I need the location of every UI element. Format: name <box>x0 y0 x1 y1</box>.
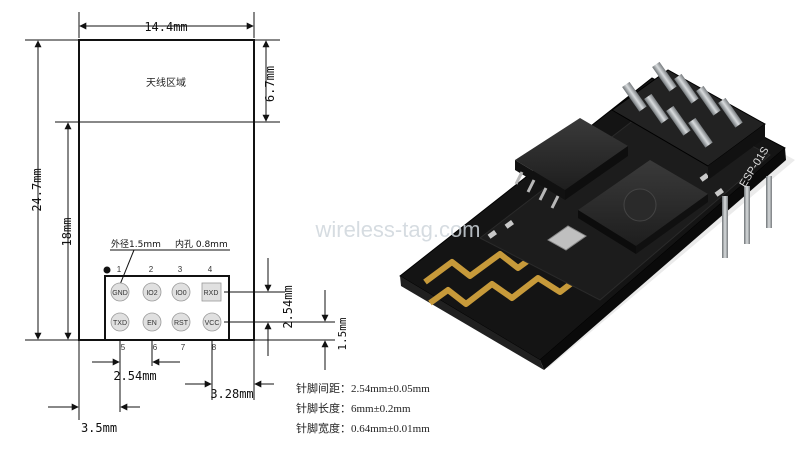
edge-offset-label: 1.5mm <box>336 317 349 350</box>
module-photo: ESP-01S <box>399 61 795 370</box>
pin-number: 8 <box>212 343 217 352</box>
svg-text:TXD: TXD <box>113 320 127 327</box>
mechanical-drawing: 14.4mm 天线区域 24.7mm 18mm 6.7mm 外径1.5mm 内孔… <box>25 12 349 435</box>
outer-diameter-note: 外径1.5mm <box>111 238 161 250</box>
crystal <box>547 225 587 251</box>
pin-txd: TXD <box>110 312 130 332</box>
svg-text:IO0: IO0 <box>175 290 186 297</box>
pin-gnd: GND <box>110 282 130 302</box>
body-height-label: 18mm <box>60 218 74 247</box>
pitch-horizontal-label: 2.54mm <box>113 369 156 383</box>
pin-number: 1 <box>117 265 122 274</box>
width-label: 14.4mm <box>144 20 187 34</box>
antenna-height-label: 6.7mm <box>263 66 277 102</box>
pin-en: EN <box>142 312 162 332</box>
svg-text:EN: EN <box>147 320 157 327</box>
svg-text:RST: RST <box>174 320 189 327</box>
header-pins <box>622 61 772 258</box>
pin-number: 6 <box>153 343 158 352</box>
spec-pin-pitch: 针脚间距：2.54mm±0.05mm <box>296 383 430 395</box>
pin-rst: RST <box>171 312 191 332</box>
pitch-vertical-label: 2.54mm <box>281 285 295 328</box>
pin-number: 3 <box>178 265 183 274</box>
left-offset-label: 3.5mm <box>81 421 117 435</box>
pin-rxd: RXD <box>201 282 222 302</box>
height-label: 24.7mm <box>30 168 44 211</box>
pin-number: 7 <box>181 343 186 352</box>
watermark: wireless-tag.com <box>314 217 480 242</box>
svg-text:VCC: VCC <box>205 320 220 327</box>
pin-number: 2 <box>149 265 154 274</box>
right-offset-label: 3.28mm <box>210 387 253 401</box>
pin-number: 5 <box>121 343 126 352</box>
pin-header-outline <box>104 275 230 341</box>
svg-text:IO2: IO2 <box>146 290 157 297</box>
pin-io2: IO2 <box>142 282 162 302</box>
pin-io0: IO0 <box>171 282 191 302</box>
svg-text:GND: GND <box>112 290 128 297</box>
spec-pin-width: 针脚宽度：0.64mm±0.01mm <box>296 423 430 435</box>
svg-text:RXD: RXD <box>204 290 219 297</box>
pin-vcc: VCC <box>202 312 222 332</box>
flash-chip <box>515 118 628 190</box>
spec-pin-length: 针脚长度：6mm±0.2mm <box>296 403 411 415</box>
pin1-marker <box>103 266 111 274</box>
inner-hole-note: 内孔 0.8mm <box>175 238 228 250</box>
antenna-area-label: 天线区域 <box>146 76 186 89</box>
pin-number: 4 <box>208 265 213 274</box>
